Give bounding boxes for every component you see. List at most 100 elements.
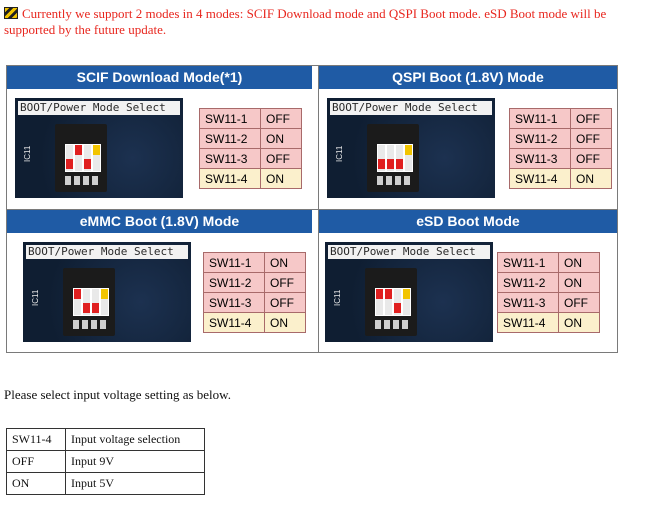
voltage-table-row: ON Input 5V <box>6 472 205 495</box>
dip-toggle-icon <box>375 288 384 316</box>
voltage-table-header: SW11-4 Input voltage selection <box>6 428 205 451</box>
switch-state: OFF <box>570 128 612 149</box>
mode-panel: SCIF Download Mode(*1) BOOT/Power Mode Se… <box>7 66 312 209</box>
board-ic-label: IC11 <box>335 145 344 162</box>
switch-name: SW11-1 <box>199 108 261 129</box>
dip-toggle-icon <box>91 288 100 316</box>
board-silkscreen-label: BOOT/Power Mode Select <box>328 245 490 259</box>
dip-toggle-icon <box>65 144 74 172</box>
dip-toggle-icon <box>74 144 83 172</box>
voltage-input: Input 5V <box>65 472 205 495</box>
switch-name: SW11-1 <box>497 252 559 273</box>
dip-toggle-icon <box>386 144 395 172</box>
switch-name: SW11-3 <box>509 148 571 169</box>
switch-name: SW11-3 <box>199 148 261 169</box>
mode-title: SCIF Download Mode(*1) <box>7 66 312 89</box>
switch-state: OFF <box>260 148 302 169</box>
dip-switch-icon <box>367 124 419 192</box>
notice-text: Currently we support 2 modes in 4 modes:… <box>4 6 607 37</box>
board-silkscreen-label: BOOT/Power Mode Select <box>26 245 188 259</box>
board-ic-label: IC11 <box>23 145 32 162</box>
switch-state: ON <box>558 312 600 333</box>
switch-state: ON <box>264 252 306 273</box>
switch-state: OFF <box>260 108 302 129</box>
switch-name: SW11-2 <box>203 272 265 293</box>
switch-name: SW11-2 <box>497 272 559 293</box>
dip-toggle-icon <box>377 144 386 172</box>
switch-state: ON <box>260 168 302 189</box>
switch-state: OFF <box>570 148 612 169</box>
switch-name: SW11-4 <box>497 312 559 333</box>
dip-toggle-icon <box>395 144 404 172</box>
dip-toggle-icon <box>92 144 101 172</box>
switch-name: SW11-4 <box>199 168 261 189</box>
dip-toggle-icon <box>404 144 413 172</box>
voltage-switch-state: ON <box>6 472 66 495</box>
switch-state: ON <box>260 128 302 149</box>
switch-name: SW11-3 <box>497 292 559 313</box>
dip-switch-icon <box>63 268 115 336</box>
grid-divider-horizontal <box>7 209 617 210</box>
switch-state: OFF <box>264 292 306 313</box>
switch-name: SW11-4 <box>203 312 265 333</box>
switch-state: OFF <box>558 292 600 313</box>
support-notice: Currently we support 2 modes in 4 modes:… <box>4 6 654 38</box>
switch-state: ON <box>264 312 306 333</box>
dip-toggle-icon <box>83 144 92 172</box>
switch-state: ON <box>570 168 612 189</box>
boot-mode-grid: SCIF Download Mode(*1) BOOT/Power Mode Se… <box>6 65 618 353</box>
board-ic-label: IC11 <box>333 289 342 306</box>
switch-name: SW11-2 <box>509 128 571 149</box>
voltage-note: Please select input voltage setting as b… <box>4 387 231 402</box>
voltage-switch-state: OFF <box>6 450 66 473</box>
dip-toggle-icon <box>402 288 411 316</box>
warning-icon <box>4 7 18 19</box>
switch-state: OFF <box>570 108 612 129</box>
dip-toggle-icon <box>82 288 91 316</box>
switch-name: SW11-3 <box>203 292 265 313</box>
switch-state: ON <box>558 252 600 273</box>
voltage-table: SW11-4 Input voltage selection OFF Input… <box>6 428 205 495</box>
switch-name: SW11-1 <box>203 252 265 273</box>
board-ic-label: IC11 <box>31 289 40 306</box>
switch-name: SW11-1 <box>509 108 571 129</box>
dip-switch-icon <box>55 124 107 192</box>
mode-title: eMMC Boot (1.8V) Mode <box>7 210 312 233</box>
voltage-header-selection: Input voltage selection <box>65 428 205 451</box>
mode-title: eSD Boot Mode <box>319 210 617 233</box>
voltage-table-row: OFF Input 9V <box>6 450 205 473</box>
switch-state: ON <box>558 272 600 293</box>
voltage-header-switch: SW11-4 <box>6 428 66 451</box>
dip-switch-icon <box>365 268 417 336</box>
dip-toggle-icon <box>393 288 402 316</box>
switch-name: SW11-2 <box>199 128 261 149</box>
dip-toggle-icon <box>100 288 109 316</box>
board-silkscreen-label: BOOT/Power Mode Select <box>18 101 180 115</box>
mode-title: QSPI Boot (1.8V) Mode <box>319 66 617 89</box>
switch-name: SW11-4 <box>509 168 571 189</box>
